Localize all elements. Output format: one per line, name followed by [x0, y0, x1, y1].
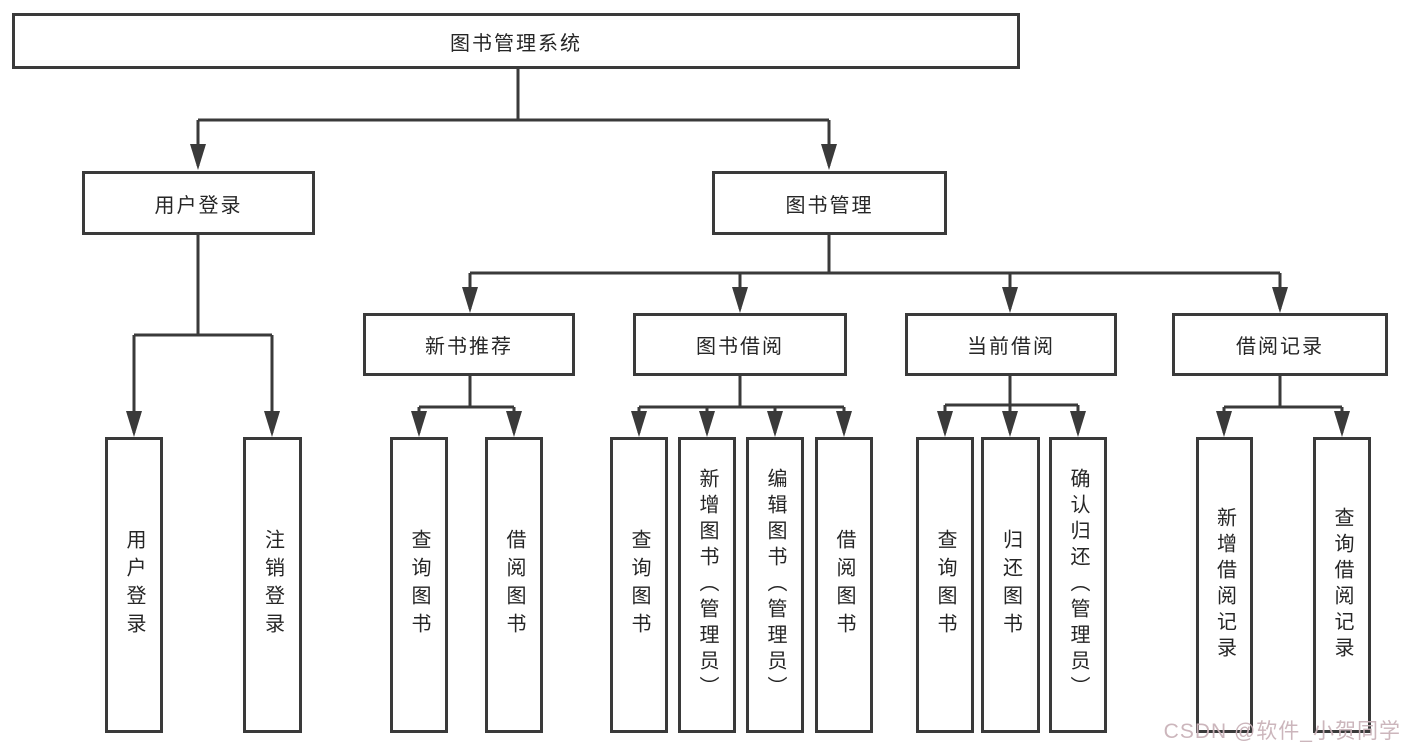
node-book-management-label: 图书管理 [785, 194, 874, 217]
leaf-newbook-query-books: 查询图书 [390, 437, 448, 733]
leaf-borrowing-add-books-admin-label: 新增图书（管理员） [696, 468, 718, 702]
node-book-borrowing-label: 图书借阅 [696, 336, 784, 358]
leaf-newbook-borrow-books: 借阅图书 [485, 437, 543, 733]
leaf-borrowing-add-books-admin: 新增图书（管理员） [678, 437, 736, 733]
node-user-login-label: 用户登录 [154, 194, 243, 217]
leaf-current-query-books-label: 查询图书 [934, 529, 956, 641]
leaf-borrowing-edit-books-admin: 编辑图书（管理员） [746, 437, 804, 733]
leaf-current-query-books: 查询图书 [916, 437, 974, 733]
leaf-logout-label: 注销登录 [261, 529, 284, 641]
leaf-borrowing-borrow-books-label: 借阅图书 [833, 529, 855, 641]
leaf-newbook-query-books-label: 查询图书 [408, 529, 430, 641]
leaf-borrowing-query-books: 查询图书 [610, 437, 668, 733]
leaf-current-return-books-label: 归还图书 [999, 529, 1022, 641]
node-book-management: 图书管理 [712, 171, 947, 235]
leaf-user-login-label: 用户登录 [123, 529, 145, 641]
node-current-borrowing-label: 当前借阅 [967, 336, 1055, 358]
node-user-login: 用户登录 [82, 171, 315, 235]
leaf-user-login: 用户登录 [105, 437, 163, 733]
leaf-newbook-borrow-books-label: 借阅图书 [503, 529, 525, 641]
leaf-current-return-books: 归还图书 [981, 437, 1040, 733]
node-library-system: 图书管理系统 [12, 13, 1020, 69]
leaf-logout: 注销登录 [243, 437, 302, 733]
node-current-borrowing: 当前借阅 [905, 313, 1117, 376]
leaf-records-add-record: 新增借阅记录 [1196, 437, 1253, 733]
node-borrow-records: 借阅记录 [1172, 313, 1388, 376]
leaf-current-confirm-return-admin: 确认归还（管理员） [1049, 437, 1107, 733]
csdn-watermark: CSDN @软件_小贺同学 [1163, 720, 1401, 743]
leaf-borrowing-borrow-books: 借阅图书 [815, 437, 873, 733]
node-book-borrowing: 图书借阅 [633, 313, 847, 376]
leaf-borrowing-query-books-label: 查询图书 [628, 529, 650, 641]
node-new-book-recommend: 新书推荐 [363, 313, 575, 376]
node-library-system-label: 图书管理系统 [450, 32, 582, 55]
node-new-book-recommend-label: 新书推荐 [425, 336, 513, 358]
leaf-current-confirm-return-admin-label: 确认归还（管理员） [1067, 468, 1089, 702]
node-borrow-records-label: 借阅记录 [1236, 336, 1324, 358]
leaf-records-query-record-label: 查询借阅记录 [1331, 507, 1353, 663]
leaf-records-add-record-label: 新增借阅记录 [1213, 507, 1236, 663]
leaf-borrowing-edit-books-admin-label: 编辑图书（管理员） [764, 468, 786, 702]
leaf-records-query-record: 查询借阅记录 [1313, 437, 1371, 733]
